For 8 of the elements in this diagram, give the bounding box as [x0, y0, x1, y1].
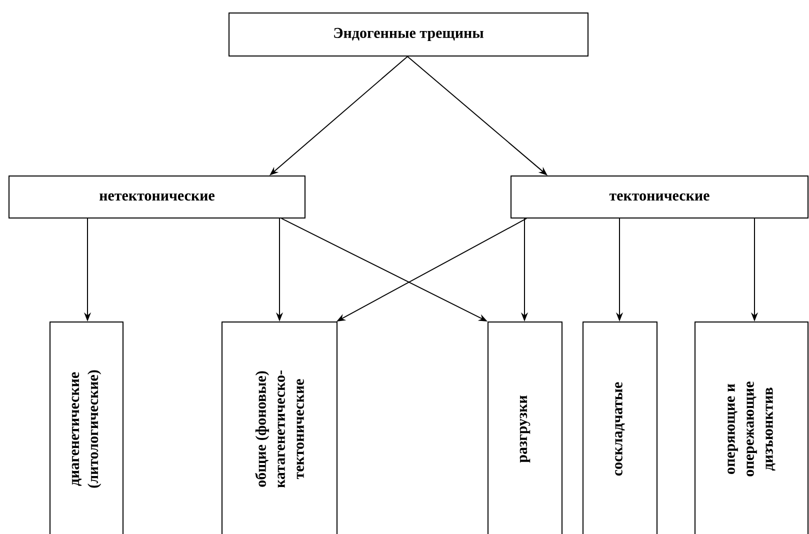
- category-box: диагенетические (литологические): [50, 321, 124, 534]
- category-box: разгрузки: [488, 321, 562, 534]
- category-box: общие (фоновые) катагенетическо-тектонические: [222, 321, 338, 534]
- class-box: нетектонические: [8, 175, 306, 218]
- category-box: оперяющие и опережающие дизъюнктив: [694, 321, 808, 534]
- class-box: Эндогенные трещины: [228, 12, 588, 56]
- class-box: тектонические: [510, 175, 808, 218]
- category-box: соскладчатые: [582, 321, 658, 534]
